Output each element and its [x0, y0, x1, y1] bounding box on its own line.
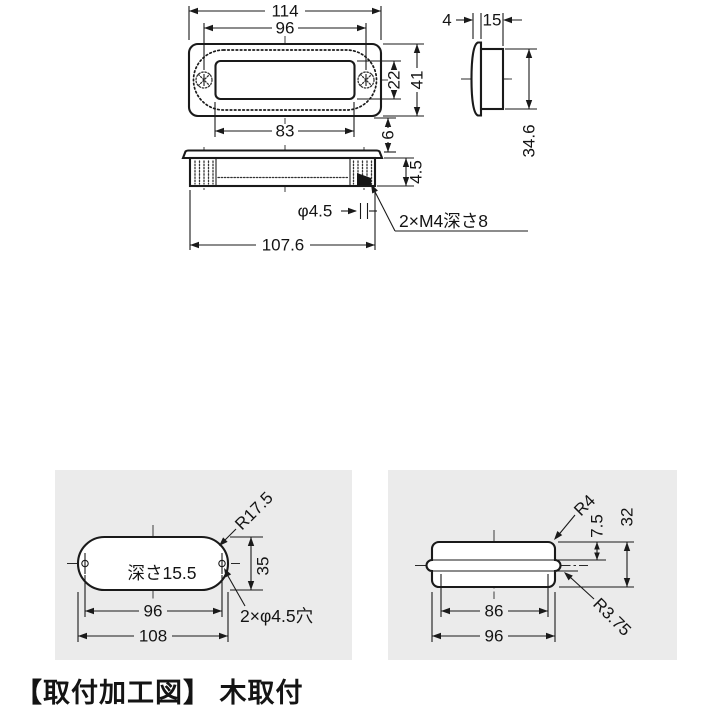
dim-face-length: 108	[77, 592, 229, 646]
face-cutout-view: 深さ15.5 R17.5 35 96	[55, 470, 352, 660]
dim-label-96: 96	[276, 19, 295, 38]
face-hole-left	[81, 553, 89, 574]
dim-hole-diameter: φ4.5	[298, 202, 377, 221]
edge-cutout-view: R4 7.5 32 R3.75 86	[388, 470, 677, 660]
dim-flange-protrusion: 6	[374, 117, 398, 153]
dim-label-face-96: 96	[144, 602, 163, 621]
dim-overall-width: 114	[188, 2, 382, 40]
dim-label-108: 108	[139, 627, 167, 646]
face-hole-right	[218, 553, 226, 574]
front-opening-outline	[214, 59, 356, 101]
dim-label-edge-96: 96	[485, 627, 504, 646]
side-body-profile	[479, 47, 505, 111]
face-slot-outline	[76, 535, 230, 592]
dim-label-32: 32	[618, 508, 637, 527]
dim-edge-inner-length: 86	[440, 574, 549, 621]
dim-body-length: 107.6	[189, 190, 376, 255]
front-view: 114 96 83 2	[187, 2, 427, 187]
tap-note-label: 2×M4深さ8	[399, 211, 488, 231]
dim-label-phi4-5: φ4.5	[298, 202, 333, 221]
side-view: 4 15 34.6	[442, 11, 538, 158]
dim-label-7-5: 7.5	[588, 514, 607, 538]
section-left-knurl	[194, 159, 217, 185]
screw-right	[357, 71, 375, 89]
dim-label-4: 4	[442, 11, 451, 30]
dim-face-hole-pitch: 96	[84, 575, 223, 621]
face-holes-note-label: 2×φ4.5穴	[240, 606, 313, 626]
section-view: φ4.5 107.6 2×M4深さ8	[181, 145, 528, 255]
dim-hole-pitch: 96	[203, 19, 367, 70]
face-holes-note: 2×φ4.5穴	[221, 566, 313, 626]
dim-label-35: 35	[254, 557, 273, 576]
side-flange-profile	[470, 41, 483, 117]
dim-label-86: 86	[485, 602, 504, 621]
section-flange	[181, 149, 384, 160]
dim-body-height: 34.6	[505, 48, 539, 158]
dim-label-6: 6	[379, 130, 398, 139]
dim-label-41: 41	[408, 71, 427, 90]
dim-face-height: 35	[230, 536, 273, 591]
screw-left	[195, 71, 213, 89]
dim-label-114: 114	[271, 2, 298, 21]
dim-label-107-6: 107.6	[262, 236, 305, 255]
dim-flange-thickness-and-depth: 4 15	[442, 11, 522, 46]
tap-note: 2×M4深さ8	[368, 182, 528, 232]
dim-edge-length: 96	[431, 592, 556, 646]
front-hidden-recess-outline	[192, 49, 378, 111]
dim-lip-depth: 4.5	[377, 157, 426, 187]
edge-slot-outline	[425, 540, 562, 589]
caption-title: 【取付加工図】 木取付	[15, 678, 304, 708]
dim-label-34-6: 34.6	[520, 124, 539, 157]
dim-opening-height: 22	[357, 60, 404, 100]
dim-edge-height: 32	[559, 508, 637, 588]
section-tap-hole	[357, 173, 371, 186]
dim-opening-width: 83	[214, 102, 355, 141]
dim-label-83: 83	[276, 122, 295, 141]
section-body	[188, 156, 377, 188]
dim-edge-notch-offset: 7.5	[558, 514, 634, 560]
face-depth-note: 深さ15.5	[127, 563, 196, 583]
dim-label-22: 22	[385, 71, 404, 90]
dim-label-4-5: 4.5	[407, 160, 426, 184]
dim-label-15: 15	[483, 11, 502, 30]
dim-overall-height: 41	[383, 43, 427, 117]
